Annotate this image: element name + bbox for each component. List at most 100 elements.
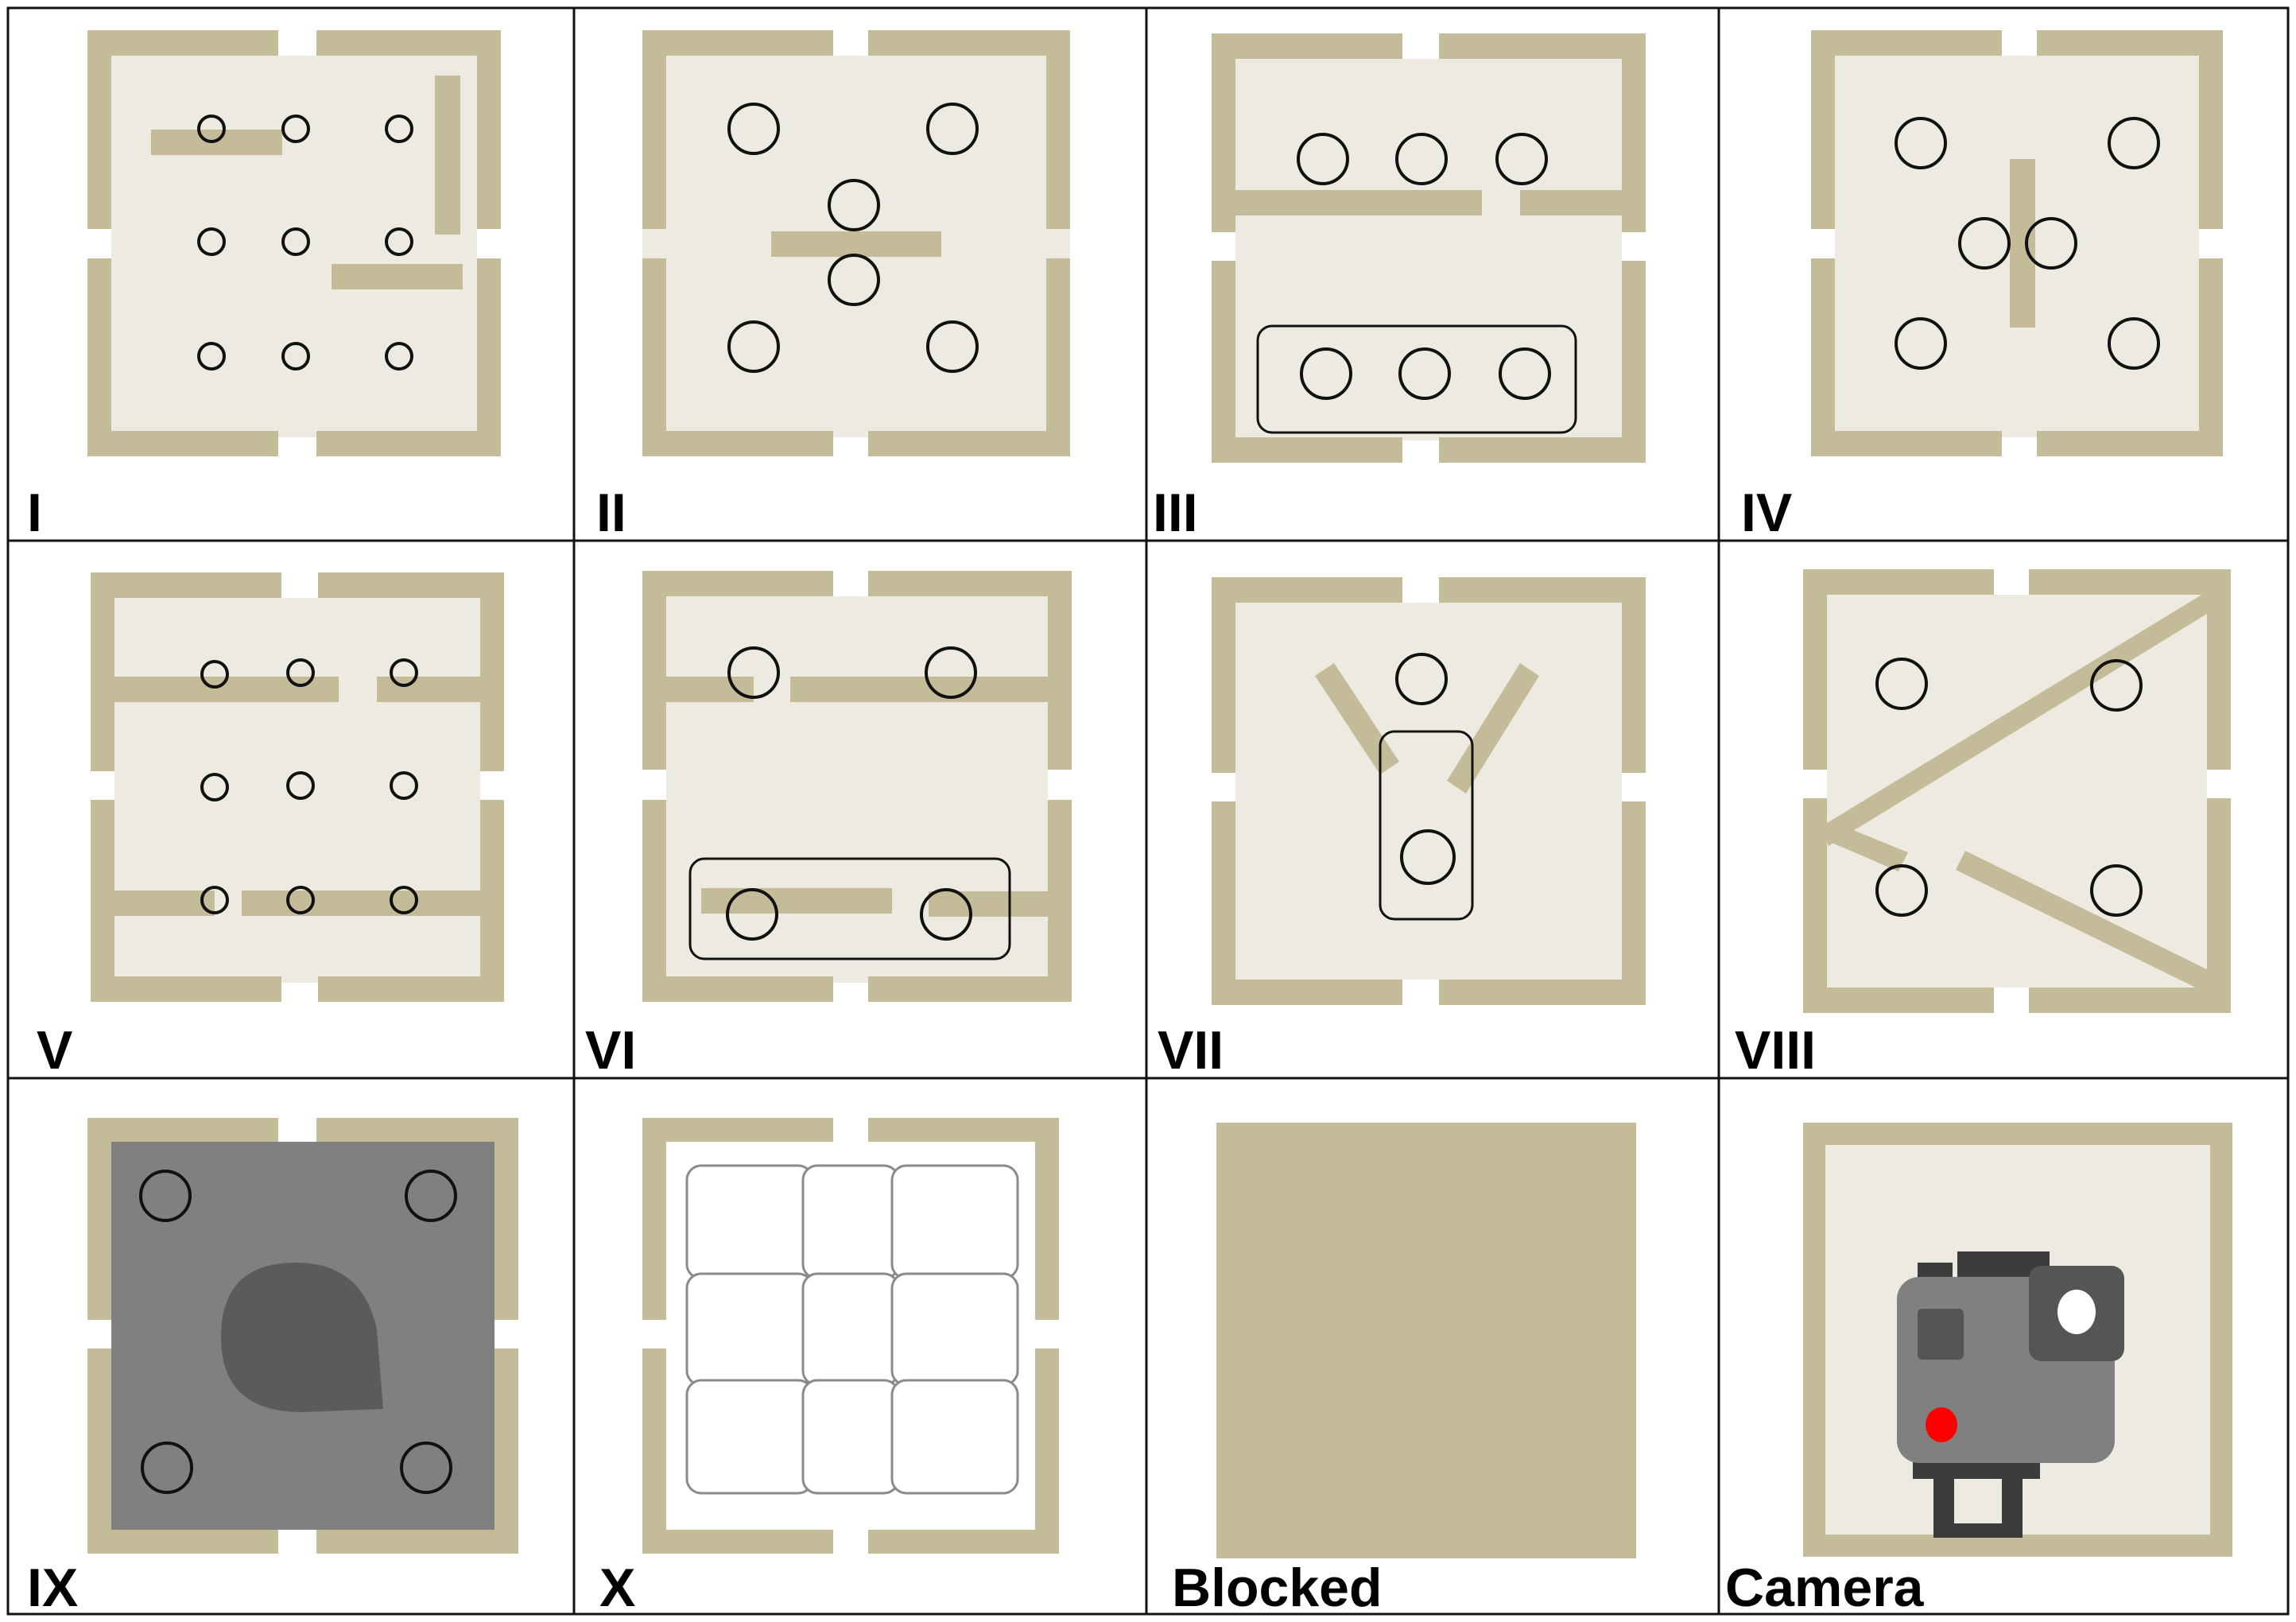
panel-iii: III <box>1145 6 1720 543</box>
tile <box>801 1164 900 1280</box>
inner-walls <box>1821 592 2218 994</box>
pedestals <box>139 1170 457 1494</box>
panel-iv: IV <box>1717 6 2290 543</box>
pedestal <box>286 771 315 800</box>
pedestal <box>1875 864 1928 917</box>
panel-ix: IX <box>6 1077 576 1618</box>
pedestal <box>2090 659 2143 712</box>
pedestal <box>926 320 979 373</box>
pedestal <box>139 1170 192 1222</box>
pedestal <box>390 771 418 800</box>
pedestal <box>2025 217 2077 270</box>
tile <box>685 1379 814 1495</box>
pedestal <box>197 342 226 371</box>
room-floor <box>111 56 477 437</box>
inner-walls <box>666 677 1048 917</box>
pedestal <box>2090 864 2143 917</box>
pedestal-group <box>688 857 1011 960</box>
tile <box>890 1164 1019 1280</box>
camera-lens <box>2057 1290 2096 1334</box>
pedestal <box>1300 347 1352 400</box>
pedestals <box>200 658 418 914</box>
room-floor <box>1235 603 1622 980</box>
inner-walls <box>771 231 941 257</box>
outer-walls <box>1811 30 2223 456</box>
pedestal <box>726 888 778 941</box>
panel-label: VI <box>585 1020 636 1081</box>
pedestal <box>1398 347 1451 400</box>
pedestals <box>1379 653 1474 921</box>
pedestal <box>2108 117 2160 169</box>
pedestal <box>200 773 229 801</box>
pedestal <box>281 114 310 143</box>
pedestal <box>197 114 226 143</box>
pedestal <box>200 886 229 914</box>
panel-border <box>1717 1077 2290 1616</box>
pedestal <box>197 227 226 256</box>
room-floor <box>114 598 480 983</box>
panel-label: X <box>599 1558 635 1618</box>
inner-walls <box>2010 159 2035 328</box>
pedestals <box>1895 117 2160 370</box>
pedestal <box>1958 217 2011 270</box>
pedestal-group <box>1379 730 1474 921</box>
camera-record-light <box>1926 1407 1957 1442</box>
pedestal <box>926 103 979 155</box>
pedestal <box>281 342 310 371</box>
panel-vi: VI <box>572 539 1148 1081</box>
panel-label: Camera <box>1725 1558 1925 1618</box>
pedestal <box>405 1170 457 1222</box>
pedestal <box>281 227 310 256</box>
pedestal <box>200 660 229 689</box>
pedestal <box>1895 317 1947 370</box>
camera-screen <box>1918 1309 1964 1360</box>
pedestals <box>688 646 1011 960</box>
pedestal <box>390 658 418 687</box>
pedestal <box>828 179 880 231</box>
pedestal <box>1875 658 1928 710</box>
panel-label: I <box>27 483 42 543</box>
tile <box>890 1379 1019 1495</box>
pedestals <box>197 114 413 371</box>
panel-x: X <box>572 1077 1148 1618</box>
panel-label: VII <box>1158 1020 1224 1081</box>
outer-walls <box>642 571 1072 1002</box>
panel-label: V <box>37 1020 72 1081</box>
outer-walls <box>642 30 1070 456</box>
pedestal <box>920 888 972 941</box>
pedestal <box>286 886 315 914</box>
pedestal <box>1400 829 1456 885</box>
panel-i: I <box>6 6 576 543</box>
tile <box>890 1272 1019 1387</box>
tile <box>685 1164 814 1280</box>
pedestal <box>2108 317 2160 370</box>
outer-walls <box>87 30 501 456</box>
pedestal <box>1499 347 1551 400</box>
tile-grid <box>685 1164 1019 1495</box>
pedestal <box>385 342 413 371</box>
tile <box>801 1379 900 1495</box>
pedestal <box>727 320 780 373</box>
room-floor <box>666 596 1048 983</box>
pedestal <box>727 646 780 699</box>
inner-walls <box>1235 190 1622 215</box>
panel-label: IV <box>1741 483 1792 543</box>
panel-label: VIII <box>1735 1020 1816 1081</box>
pedestal <box>1297 133 1349 185</box>
tile <box>801 1272 900 1387</box>
panel-label: Blocked <box>1172 1558 1383 1618</box>
panel-label: III <box>1153 483 1198 543</box>
pedestal <box>1395 133 1448 185</box>
pedestal <box>385 114 413 143</box>
pedestal <box>727 103 780 155</box>
panel-label: II <box>596 483 626 543</box>
dark-blob <box>221 1263 383 1412</box>
pedestal <box>390 886 418 914</box>
pedestal <box>1395 653 1448 705</box>
pedestal <box>400 1442 452 1494</box>
outer-walls <box>1212 577 1646 1005</box>
outer-walls <box>642 1118 1059 1554</box>
camera-mount <box>1933 1523 2023 1538</box>
panel-blocked: Blocked <box>1145 1077 1720 1618</box>
